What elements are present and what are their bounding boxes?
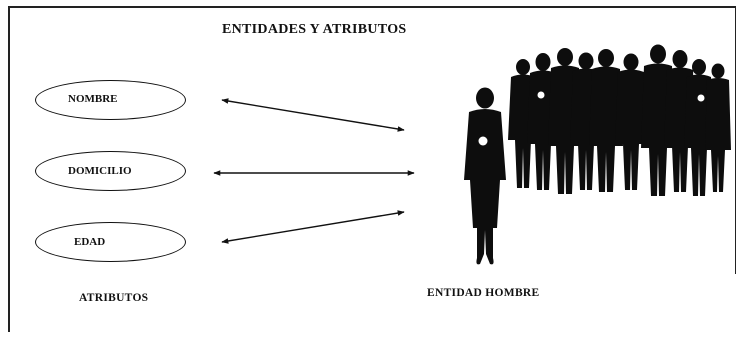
front-person-silhouette [464, 87, 506, 265]
attribute-ellipse-nombre [35, 80, 186, 120]
attribute-ellipse-edad [35, 222, 186, 262]
arrow-edad-entity [221, 210, 405, 244]
attributes-caption: ATRIBUTOS [79, 292, 149, 304]
entity-caption: ENTIDAD HOMBRE [427, 287, 540, 299]
attribute-label-nombre: NOMBRE [68, 93, 118, 105]
crowd-badges [537, 91, 705, 102]
frame-top-border [8, 6, 736, 8]
frame-right-border [734, 6, 736, 274]
people-silhouettes-illustration [464, 44, 731, 265]
attribute-label-domicilio: DOMICILIO [68, 165, 132, 177]
arrow-nombre-entity [221, 98, 405, 132]
attribute-label-edad: EDAD [74, 236, 106, 248]
attribute-ellipse-domicilio [35, 151, 186, 191]
frame-left-border [8, 6, 10, 332]
diagram-title: ENTIDADES Y ATRIBUTOS [222, 22, 407, 37]
crowd-silhouettes [508, 44, 731, 196]
